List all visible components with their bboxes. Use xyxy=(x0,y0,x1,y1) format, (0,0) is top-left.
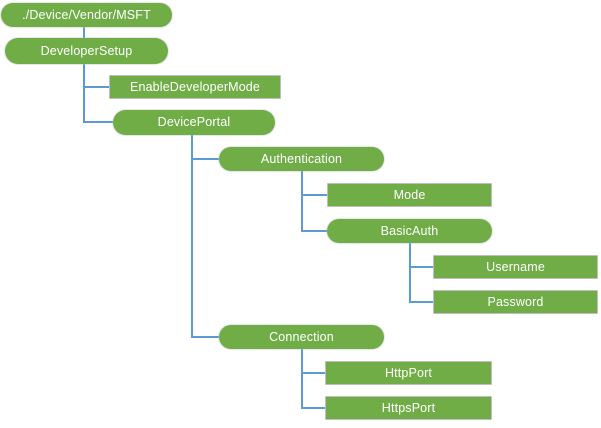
node-auth[interactable]: Authentication xyxy=(219,147,384,171)
edge-deviceportal-to-auth xyxy=(191,135,219,160)
node-label-basicauth: BasicAuth xyxy=(380,223,439,238)
node-label-httpsport: HttpsPort xyxy=(381,400,436,415)
node-root[interactable]: ./Device/Vendor/MSFT xyxy=(1,3,172,27)
edge-deviceportal-to-connection xyxy=(191,135,219,338)
edge-basicauth-to-password xyxy=(409,243,433,303)
edge-devsetup-to-deviceportal xyxy=(83,64,113,123)
node-label-enabledev: EnableDeveloperMode xyxy=(129,79,261,94)
node-label-password: Password xyxy=(487,294,544,309)
edge-devsetup-to-enabledev xyxy=(83,64,109,88)
node-password[interactable]: Password xyxy=(433,290,598,314)
node-label-mode: Mode xyxy=(393,187,426,202)
node-connection[interactable]: Connection xyxy=(219,325,384,349)
node-enabledev[interactable]: EnableDeveloperMode xyxy=(109,75,281,99)
node-label-root: ./Device/Vendor/MSFT xyxy=(22,7,151,22)
node-deviceportal[interactable]: DevicePortal xyxy=(113,110,275,135)
node-username[interactable]: Username xyxy=(433,255,598,279)
node-label-devsetup: DeveloperSetup xyxy=(40,43,133,58)
edge-connection-to-httpsport xyxy=(301,349,325,409)
node-label-connection: Connection xyxy=(269,329,334,344)
node-label-httpport: HttpPort xyxy=(384,365,433,380)
node-label-username: Username xyxy=(486,259,545,274)
edge-auth-to-basicauth xyxy=(301,171,327,232)
node-httpsport[interactable]: HttpsPort xyxy=(325,396,492,420)
edge-basicauth-to-username xyxy=(409,243,433,268)
node-mode[interactable]: Mode xyxy=(327,183,492,207)
node-basicauth[interactable]: BasicAuth xyxy=(327,219,492,243)
node-label-deviceportal: DevicePortal xyxy=(157,115,231,130)
node-devsetup[interactable]: DeveloperSetup xyxy=(5,38,168,64)
edge-auth-to-mode xyxy=(301,171,327,196)
edge-connection-to-httpport xyxy=(301,349,325,374)
node-httpport[interactable]: HttpPort xyxy=(325,361,492,385)
node-label-auth: Authentication xyxy=(260,151,343,166)
